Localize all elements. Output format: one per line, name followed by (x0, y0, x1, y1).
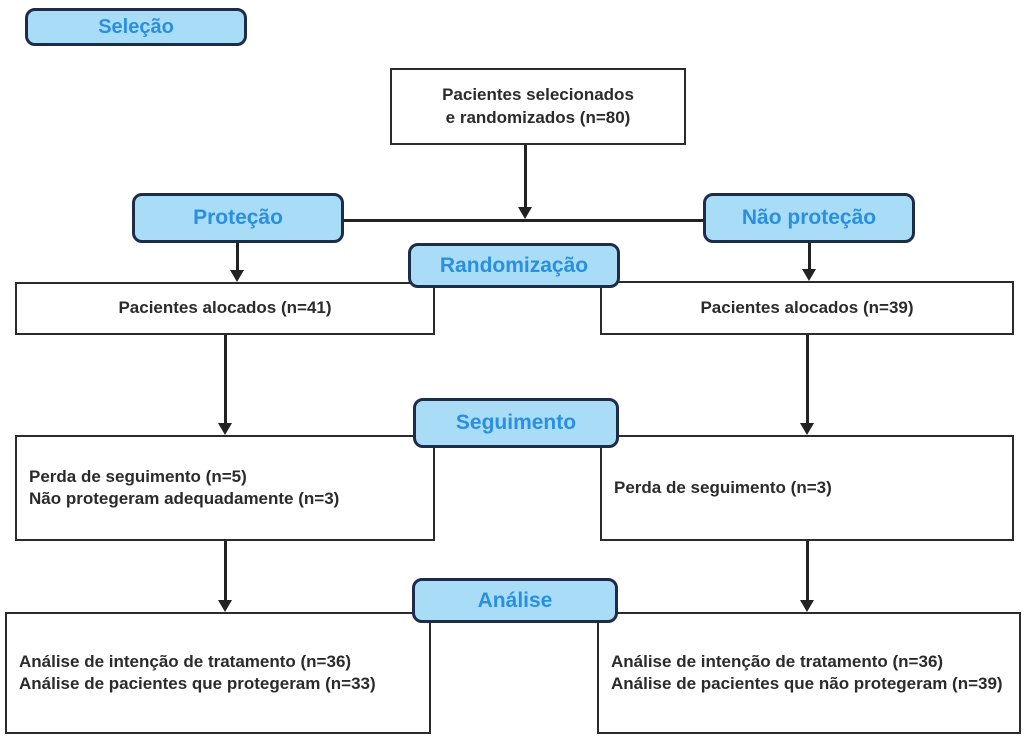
enrollment-line2: e randomizados (n=80) (445, 107, 631, 127)
box-analysis-left: Análise de intenção de tratamento (n=36)… (5, 612, 431, 734)
connector-allocated-right-down (806, 335, 809, 426)
arrowhead-nao-protecao (802, 269, 816, 281)
arrowhead-followup-left (218, 423, 232, 435)
enrollment-line1: Pacientes selecionados (442, 85, 634, 105)
stage-label-selecao-text: Seleção (98, 15, 174, 38)
analysis-left-line2: Análise de pacientes que protegeram (n=3… (19, 674, 376, 693)
box-allocated-left: Pacientes alocados (n=41) (15, 282, 435, 335)
connector-nao-protecao-down (808, 243, 811, 272)
box-followup-left: Perda de seguimento (n=5) Não protegeram… (15, 435, 435, 541)
stage-label-analise: Análise (412, 578, 618, 623)
arrowhead-analysis-right (800, 600, 814, 612)
connector-enrollment-down (524, 145, 527, 211)
stage-label-seguimento: Seguimento (413, 398, 619, 448)
arrowhead-followup-right (800, 423, 814, 435)
arm-label-protecao: Proteção (132, 193, 344, 243)
arrowhead-analysis-left (218, 600, 232, 612)
arm-label-nao-protecao-text: Não proteção (741, 206, 877, 229)
followup-right-text: Perda de seguimento (n=3) (614, 477, 832, 497)
connector-followup-left-down (224, 541, 227, 603)
connector-arms-horizontal (340, 219, 706, 222)
box-followup-right: Perda de seguimento (n=3) (600, 435, 1014, 541)
allocated-left-text: Pacientes alocados (n=41) (118, 298, 332, 318)
box-enrollment: Pacientes selecionados e randomizados (n… (390, 68, 686, 145)
allocated-right-text: Pacientes alocados (n=39) (700, 297, 914, 317)
stage-label-randomizacao: Randomização (408, 243, 620, 288)
box-analysis-right: Análise de intenção de tratamento (n=36)… (597, 612, 1021, 734)
analysis-left-line1: Análise de intenção de tratamento (n=36) (19, 651, 352, 671)
arrowhead-protecao (230, 270, 244, 282)
stage-label-analise-text: Análise (477, 588, 553, 612)
followup-left-line1: Perda de seguimento (n=5) (29, 466, 247, 486)
connector-followup-right-down (806, 541, 809, 603)
arm-label-nao-protecao: Não proteção (703, 193, 915, 243)
arrowhead-enrollment (518, 207, 532, 219)
box-allocated-right: Pacientes alocados (n=39) (600, 281, 1014, 335)
followup-left-line2: Não protegeram adequadamente (n=3) (29, 489, 340, 508)
stage-label-selecao: Seleção (25, 8, 247, 46)
connector-protecao-down (236, 243, 239, 273)
analysis-right-line2: Análise de pacientes que não protegeram … (611, 674, 1003, 693)
analysis-right-line1: Análise de intenção de tratamento (n=36) (611, 651, 944, 671)
arm-label-protecao-text: Proteção (193, 206, 283, 229)
stage-label-seguimento-text: Seguimento (455, 411, 577, 434)
connector-allocated-left-down (224, 335, 227, 426)
stage-label-randomizacao-text: Randomização (439, 253, 589, 277)
